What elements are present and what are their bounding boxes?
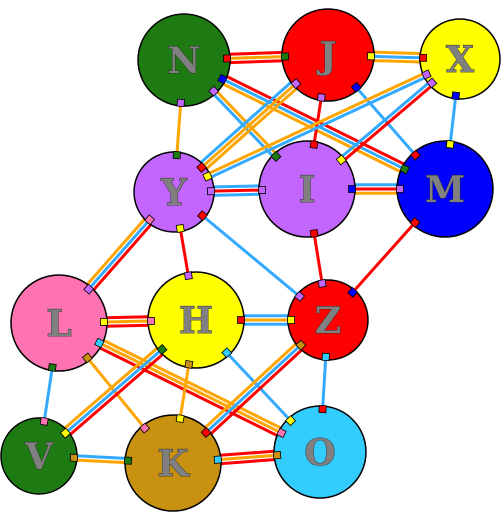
node-port-marker — [258, 186, 266, 195]
node-port-marker — [445, 139, 455, 149]
node-port-marker — [350, 81, 362, 93]
node-label: O — [304, 432, 335, 474]
node-port-marker — [100, 318, 108, 326]
node-port-marker — [147, 317, 155, 325]
node-port-marker — [196, 161, 208, 173]
node-label: N — [168, 40, 201, 82]
node-port-marker — [196, 210, 208, 222]
node-port-marker — [139, 422, 151, 434]
node-port-marker — [409, 217, 421, 229]
node-port-marker — [426, 77, 438, 89]
node-port-marker — [217, 73, 228, 85]
node-port-marker — [83, 283, 95, 295]
node-label: I — [299, 169, 316, 211]
node-port-marker — [175, 223, 185, 233]
node-X: X — [419, 18, 501, 101]
node-I: I — [258, 140, 356, 238]
node-port-marker — [287, 316, 295, 324]
node-port-marker — [451, 91, 461, 101]
node-port-marker — [294, 290, 306, 302]
node-port-marker — [280, 52, 290, 61]
node-port-marker — [285, 415, 297, 427]
node-port-marker — [419, 53, 428, 62]
node-port-marker — [347, 286, 359, 298]
node-port-marker — [176, 98, 185, 108]
node-V: V — [0, 416, 79, 495]
node-label: K — [157, 443, 190, 485]
edge-line — [172, 55, 460, 192]
node-port-marker — [237, 316, 245, 324]
node-port-marker — [208, 85, 220, 97]
node-label: X — [446, 39, 474, 81]
node-N: N — [137, 13, 232, 108]
node-port-marker — [47, 363, 57, 372]
node-port-marker — [335, 154, 347, 166]
edge-line — [174, 59, 462, 196]
node-port-marker — [276, 427, 287, 439]
node-port-marker — [409, 149, 421, 161]
node-port-marker — [175, 414, 185, 424]
node-port-marker — [399, 163, 410, 175]
node-M: M — [396, 139, 494, 238]
node-port-marker — [366, 52, 375, 61]
node-port-marker — [39, 416, 49, 426]
node-port-marker — [207, 187, 215, 196]
node-K: K — [123, 414, 223, 512]
node-port-marker — [202, 171, 213, 182]
node-label: M — [425, 169, 465, 211]
node-port-marker — [318, 404, 327, 414]
node-port-marker — [295, 339, 307, 351]
node-port-marker — [309, 140, 319, 149]
node-port-marker — [317, 278, 327, 288]
node-port-marker — [184, 359, 194, 369]
node-port-marker — [221, 347, 233, 359]
node-label: L — [46, 303, 71, 345]
node-port-marker — [421, 69, 432, 80]
node-J: J — [280, 8, 375, 102]
node-label: Z — [315, 300, 341, 342]
node-port-marker — [270, 150, 282, 162]
node-port-marker — [213, 455, 223, 464]
node-port-marker — [309, 228, 319, 238]
nodes-layer: N J X Y I M L H Z V K O — [0, 8, 501, 512]
node-label: Y — [160, 172, 188, 214]
node-port-marker — [200, 426, 212, 438]
node-port-marker — [222, 54, 232, 63]
node-port-marker — [272, 451, 282, 460]
node-port-marker — [59, 427, 71, 439]
node-port-marker — [123, 456, 133, 465]
node-port-marker — [290, 78, 302, 90]
edges-layer — [35, 49, 463, 469]
node-port-marker — [172, 150, 181, 160]
node-O: O — [272, 404, 367, 499]
node-port-marker — [316, 93, 326, 102]
node-Z: Z — [287, 278, 369, 362]
node-L: L — [10, 274, 108, 372]
node-Y: Y — [133, 150, 215, 233]
node-label: H — [179, 300, 213, 342]
node-port-marker — [396, 185, 404, 193]
node-port-marker — [69, 453, 79, 462]
node-H: H — [147, 271, 245, 369]
node-port-marker — [94, 337, 105, 349]
node-label: V — [24, 436, 54, 478]
node-port-marker — [144, 214, 156, 226]
node-label: J — [316, 35, 336, 77]
node-port-marker — [183, 271, 193, 281]
node-port-marker — [348, 185, 356, 193]
edge-X-Y — [172, 55, 462, 196]
node-port-marker — [81, 352, 93, 364]
node-port-marker — [321, 352, 330, 362]
node-port-marker — [156, 343, 168, 355]
